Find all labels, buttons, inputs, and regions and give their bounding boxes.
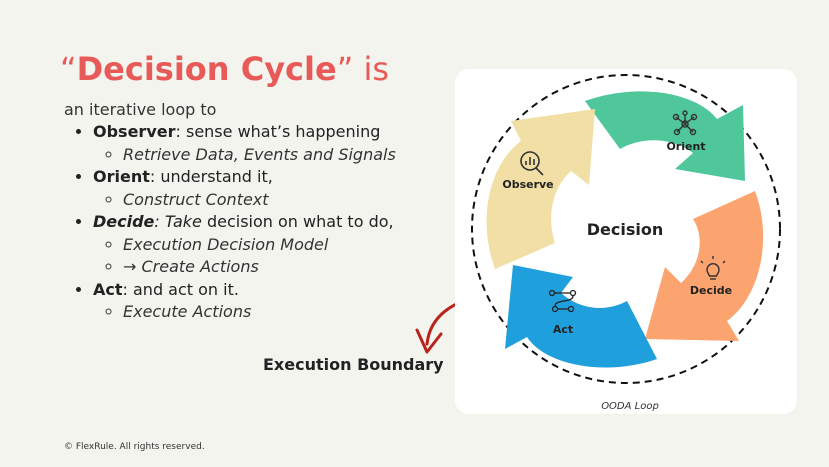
workflow-icon	[548, 289, 577, 313]
sub-item: Execute Actions	[123, 301, 453, 324]
desc-orient: : understand it,	[149, 167, 273, 186]
center-decision-label: Decision	[587, 220, 664, 239]
desc-decide-italic: : Take	[154, 212, 202, 231]
desc-observer: : sense what’s happening	[175, 122, 381, 141]
decide-arrow	[645, 191, 764, 341]
sub-item: → Create Actions	[123, 256, 453, 279]
term-act: Act	[93, 279, 123, 299]
list-item-decide: Decide: Take decision on what to do, Exe…	[93, 211, 453, 279]
list-item-act: Act: and act on it. Execute Actions	[93, 279, 453, 324]
sub-item: Execution Decision Model	[123, 234, 453, 257]
orient-label: Orient	[666, 140, 705, 153]
network-nodes-icon	[672, 110, 698, 136]
desc-act: : and act on it.	[122, 279, 239, 299]
sub-item: Retrieve Data, Events and Signals	[123, 144, 453, 167]
phase-list: Observer: sense what’s happening Retriev…	[79, 121, 453, 324]
title-close-quote: ”	[336, 50, 354, 88]
sub-item: Construct Context	[123, 189, 453, 212]
term-observer: Observer	[93, 122, 176, 141]
act-label: Act	[553, 323, 573, 336]
ooda-diagram: Decision Observe Orient	[471, 74, 781, 412]
title-decision-cycle: Decision Cycle	[76, 50, 337, 88]
desc-decide: decision on what to do,	[201, 212, 394, 231]
slide-title: “Decision Cycle” is	[60, 50, 389, 88]
sublist-orient: Construct Context	[93, 189, 453, 212]
magnifier-chart-icon	[520, 151, 544, 176]
sublist-decide: Execution Decision Model → Create Action…	[93, 234, 453, 279]
list-item-orient: Orient: understand it, Construct Context	[93, 166, 453, 211]
observe-arrow	[486, 109, 595, 269]
term-orient: Orient	[93, 167, 150, 186]
term-decide: Decide	[93, 212, 155, 231]
lightbulb-icon	[700, 256, 726, 280]
title-open-quote: “	[60, 50, 77, 88]
ooda-diagram-card: Decision Observe Orient	[455, 69, 797, 414]
execution-boundary-circle	[471, 74, 781, 384]
observe-label: Observe	[502, 178, 553, 191]
act-arrow	[505, 265, 657, 368]
execution-boundary-label: Execution Boundary	[263, 355, 444, 374]
copyright-footer: © FlexRule. All rights reserved.	[64, 442, 205, 452]
title-rest: is	[353, 50, 389, 88]
decide-label: Decide	[690, 284, 732, 297]
list-item-observer: Observer: sense what’s happening Retriev…	[93, 121, 453, 166]
orient-arrow	[585, 91, 745, 181]
intro-text: an iterative loop to	[64, 100, 217, 119]
sublist-observer: Retrieve Data, Events and Signals	[93, 144, 453, 167]
ooda-loop-caption: OODA Loop	[601, 401, 659, 412]
sublist-act: Execute Actions	[93, 301, 453, 324]
